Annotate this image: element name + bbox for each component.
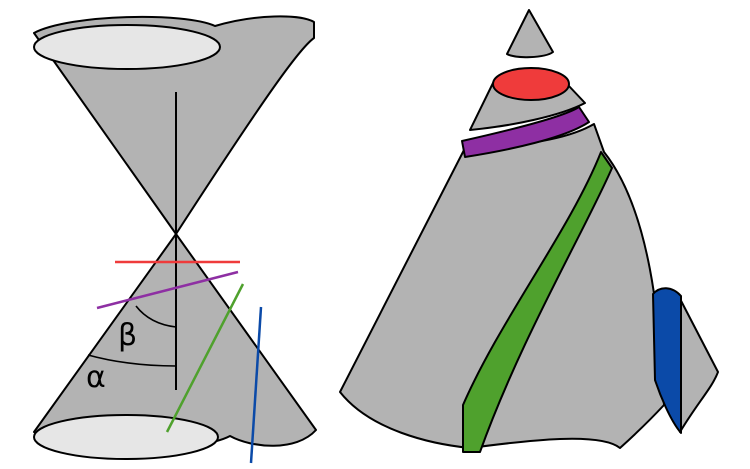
alpha-arc bbox=[87, 354, 177, 367]
alpha-label: α bbox=[86, 360, 106, 395]
sliced-cone bbox=[339, 9, 719, 453]
hyperbola-piece bbox=[676, 292, 719, 433]
ellipse-section bbox=[461, 106, 590, 158]
hyperbola-section bbox=[652, 287, 682, 434]
upper-rim bbox=[33, 24, 221, 70]
parabola-section bbox=[462, 151, 613, 453]
parabola-plane-line bbox=[165, 283, 245, 433]
cone-body bbox=[339, 123, 665, 449]
ellipse-plane-line bbox=[96, 270, 239, 310]
circle-section bbox=[492, 67, 570, 101]
double-cone: β α bbox=[33, 15, 317, 464]
upper-nappe bbox=[33, 15, 315, 235]
beta-label: β bbox=[118, 318, 137, 353]
hyperbola-plane-line bbox=[249, 306, 263, 464]
lower-rim bbox=[33, 414, 219, 460]
beta-arc bbox=[135, 305, 177, 328]
cone-tip bbox=[506, 9, 554, 59]
